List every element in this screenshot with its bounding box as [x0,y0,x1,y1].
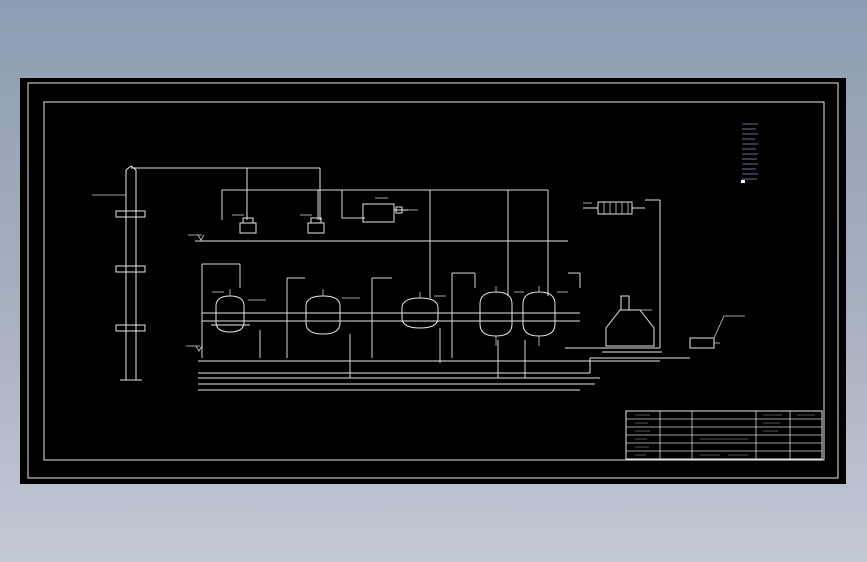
pump-icon[interactable] [689,315,745,349]
legend-marker [741,180,745,183]
inner-border [43,101,825,461]
distillation-column-icon[interactable] [92,165,321,381]
process-flow-diagram [27,82,839,479]
reactor-vessel-4[interactable] [479,286,524,346]
reactor-vessel-5[interactable] [522,286,568,346]
legend-lines [742,123,758,180]
overhead-piping [188,189,580,322]
drawing-sheet[interactable] [20,78,846,484]
outer-border [27,82,839,479]
feed-tank-icon[interactable] [362,197,418,223]
evaporator-icon[interactable] [600,295,662,353]
process-lines [186,263,690,391]
legend-block [741,123,758,183]
reactor-vessel-2[interactable] [305,289,360,335]
title-block-text-marks [635,414,815,456]
title-block [625,410,823,460]
condenser-icon[interactable] [232,214,325,234]
reactor-vessel-3[interactable] [401,292,446,329]
reactor-vessel-1[interactable] [211,289,266,333]
heat-exchanger-icon[interactable] [565,199,661,349]
